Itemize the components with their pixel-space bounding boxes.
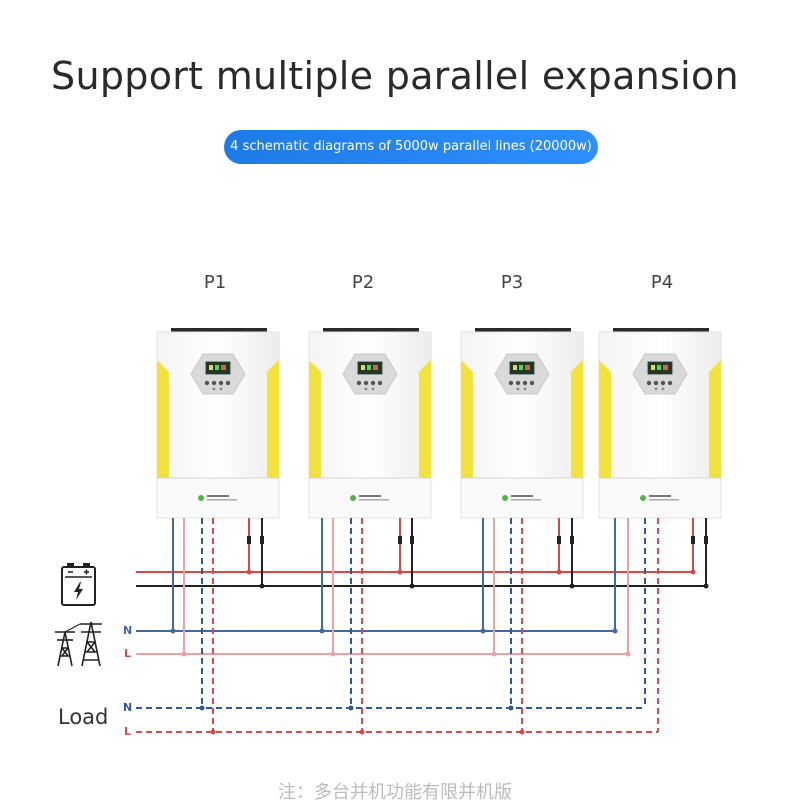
grid-n-tag: N — [123, 624, 133, 637]
page-title: Support multiple parallel expansion — [51, 54, 739, 98]
power-tower-icon — [55, 621, 102, 667]
inverter-p4 — [598, 327, 722, 519]
inverter-p3 — [460, 327, 584, 519]
unit-label-p3: P3 — [500, 272, 524, 293]
footnote: 注：多台并机功能有限并机版 — [278, 782, 512, 803]
inverter-p1 — [156, 327, 280, 519]
inverter-p2 — [308, 327, 432, 519]
unit-label-p1: P1 — [203, 272, 227, 293]
battery-icon — [61, 563, 96, 606]
subtitle-badge: 4 schematic diagrams of 5000w parallel l… — [224, 130, 598, 164]
load-n-tag: N — [123, 701, 133, 714]
unit-label-p2: P2 — [351, 272, 375, 293]
load-label: Load — [58, 705, 109, 729]
load-l-tag: L — [124, 725, 132, 738]
grid-l-tag: L — [124, 647, 132, 660]
unit-label-p4: P4 — [650, 272, 674, 293]
